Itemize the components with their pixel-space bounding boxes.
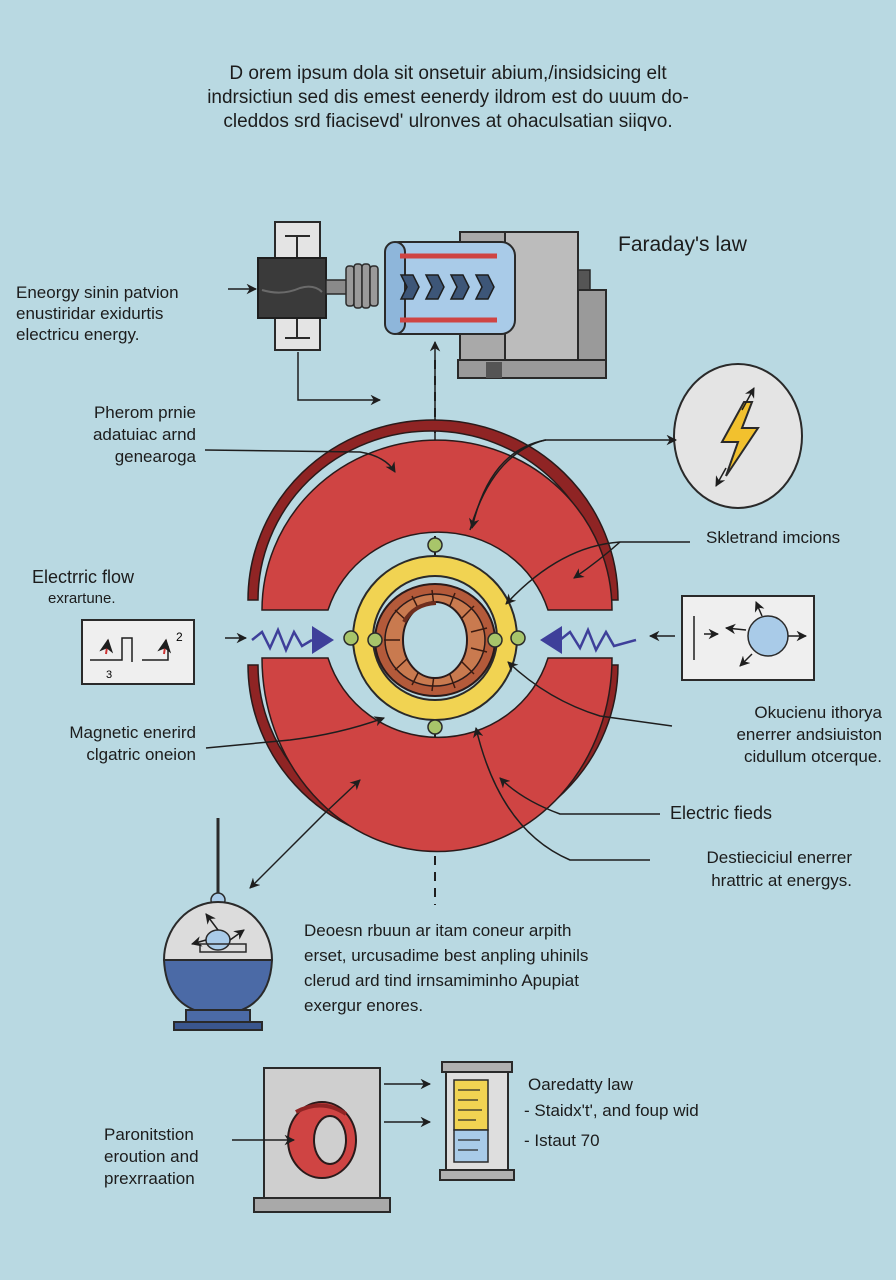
- electric-flow-line-2: exrartune.: [48, 590, 116, 607]
- energy-line-3: electricu energy.: [16, 325, 140, 344]
- middle-line-2: erset, urcusadime best anpling uhinils: [304, 946, 589, 965]
- middle-line-1: Deoesn rbuun ar itam coneur arpith: [304, 921, 572, 940]
- bottom-box: [253, 1067, 391, 1213]
- mini-graph-mark-right: 2: [176, 630, 183, 644]
- destieciul-line-2: hrattric at energys.: [711, 871, 852, 890]
- pherom-line-3: genearoga: [114, 447, 196, 466]
- right-box: [681, 595, 815, 681]
- energy-line-2: enustiridar exidurtis: [16, 304, 164, 323]
- diagram-title: Faraday's law: [618, 233, 747, 256]
- label-skletrand: Skletrand imcions: [706, 528, 841, 547]
- label-paronitstion: Paronitstion eroution and prexrraation: [104, 1124, 199, 1190]
- okucienu-line-3: cidullum otcerque.: [744, 747, 882, 766]
- coil: [374, 583, 496, 697]
- paronitstion-line-2: eroution and: [104, 1147, 199, 1166]
- lightning-bolt-icon: [720, 401, 760, 477]
- gauge-icon: [439, 1061, 515, 1181]
- electric-flow-line-1: Electrric flow: [32, 567, 135, 587]
- wave-left: [251, 626, 334, 654]
- outer-ring: [247, 419, 619, 853]
- label-electric-fields: Electric fieds: [670, 803, 773, 823]
- pherom-line-2: adatuiac arnd: [92, 425, 196, 444]
- middle-paragraph: Deoesn rbuun ar itam coneur arpith erset…: [304, 918, 588, 1018]
- lightning-circle: [673, 363, 803, 509]
- intro-paragraph: D orem ipsum dola sit onsetuir abium,/in…: [178, 62, 718, 134]
- paronitstion-line-1: Paronitstion: [104, 1125, 194, 1144]
- oaredatty-title: Oaredatty law: [528, 1075, 633, 1094]
- mini-graph: 3 2: [81, 619, 195, 685]
- label-electric-flow: Electrric flow exrartune.: [32, 566, 134, 610]
- top-machine: [257, 221, 607, 379]
- middle-line-3: clerud ard tind irnsamiminho Apupiat: [304, 971, 579, 990]
- destieciul-line-1: Destieciciul enerrer: [706, 848, 853, 867]
- okucienu-line-2: enerrer andsiuiston: [736, 725, 882, 744]
- intro-line-2: indrsictiun sed dis emest eenerdy ildrom…: [207, 87, 689, 108]
- magnetic-line-1: Magnetic enerird: [69, 723, 196, 742]
- label-okucienu: Okucienu ithorya enerrer andsiuiston cid…: [660, 702, 882, 768]
- wave-right: [540, 626, 637, 654]
- intro-line-1: D orem ipsum dola sit onsetuir abium,/in…: [229, 63, 667, 84]
- label-pherom: Pherom prnie adatuiac arnd genearoga: [40, 402, 196, 468]
- mini-graph-mark-left: 3: [106, 669, 112, 681]
- energy-line-1: Eneorgy sinin patvion: [16, 283, 179, 302]
- magnetic-line-2: clgatric oneion: [86, 745, 196, 764]
- oaredatty-item-2: - Istaut 70: [524, 1131, 600, 1150]
- dome-device: [162, 818, 274, 1031]
- label-destieciul: Destieciciul enerrer hrattric at energys…: [646, 846, 853, 892]
- motor-arrows-icon: [399, 274, 495, 300]
- label-oaredatty: Oaredatty law - Staidx't', and foup wid …: [524, 1072, 699, 1154]
- label-energy-conversion: Eneorgy sinin patvion enustiridar exidur…: [16, 282, 179, 345]
- paronitstion-line-3: prexrraation: [104, 1169, 195, 1188]
- spring: [345, 263, 379, 309]
- pherom-line-1: Pherom prnie: [93, 403, 196, 422]
- intro-line-3: cleddos srd fiacisevd' ulronves at ohacu…: [223, 111, 673, 132]
- oaredatty-item-1: - Staidx't', and foup wid: [524, 1101, 699, 1120]
- ring-nodes: [343, 537, 526, 735]
- middle-line-4: exergur enores.: [304, 996, 424, 1015]
- okucienu-line-1: Okucienu ithorya: [754, 703, 882, 722]
- label-magnetic: Magnetic enerird clgatric oneion: [20, 722, 196, 766]
